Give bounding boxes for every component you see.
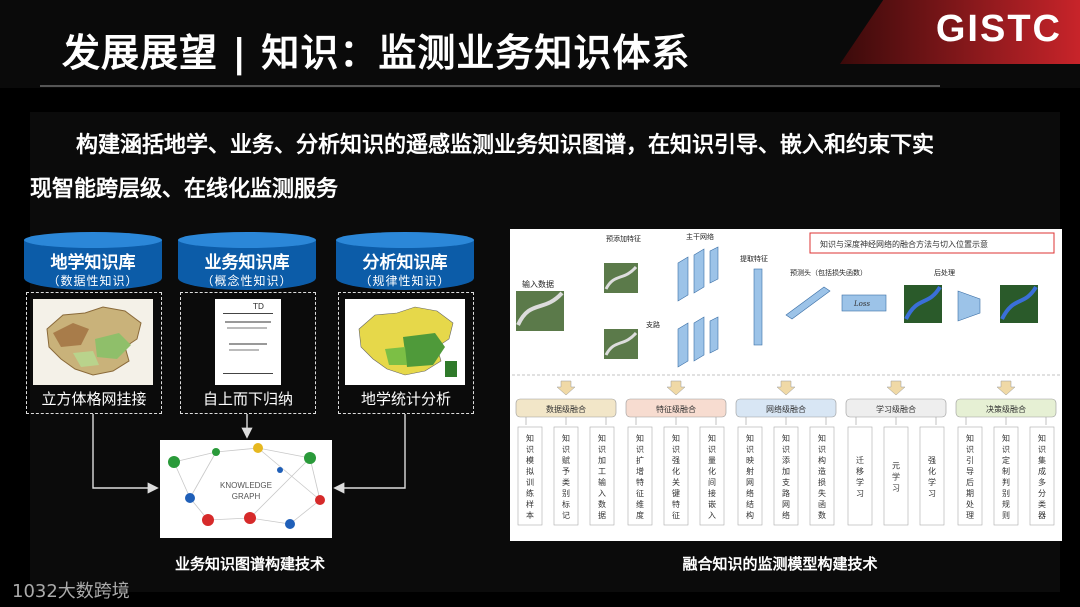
group-name-0: 数据级融合	[546, 404, 586, 414]
group-arrow-3	[887, 381, 905, 395]
group-arrow-2	[777, 381, 795, 395]
label-branch: 支路	[646, 320, 660, 329]
label-loss: Loss	[853, 300, 870, 308]
label-preadd: 预添加特征	[606, 234, 641, 243]
label-head: 预测头（包括损失函数）	[790, 268, 867, 277]
knowledge-graph-image: KNOWLEDGE GRAPH	[160, 440, 332, 538]
group-arrow-0	[557, 381, 575, 395]
group-3-item-box-2	[920, 427, 944, 525]
knowledge-graph-caption: 业务知识图谱构建技术	[140, 553, 360, 574]
kg-text-line-1: KNOWLEDGE	[220, 481, 272, 490]
group-name-3: 学习级融合	[876, 404, 916, 414]
model-diagram: 知识与深度神经网络的融合方法与切入位置示意 输入数据 预添加特征 支路 主干网络…	[510, 229, 1062, 541]
label-backbone: 主干网络	[686, 232, 714, 241]
legend-text: 知识与深度神经网络的融合方法与切入位置示意	[820, 239, 988, 249]
group-connector-1	[636, 417, 716, 425]
group-3-item-1: 元学习	[892, 461, 900, 492]
group-arrow-1	[667, 381, 685, 395]
group-name-2: 网络级融合	[766, 404, 806, 414]
label-input: 输入数据	[522, 279, 554, 289]
kg-text-line-2: GRAPH	[232, 492, 261, 501]
group-connector-2	[746, 417, 826, 425]
group-3-item-box-0	[848, 427, 872, 525]
model-diagram-caption: 融合知识的监测模型构建技术	[600, 553, 960, 574]
group-connector-0	[526, 417, 606, 425]
label-extract: 提取特征	[740, 254, 768, 263]
group-arrow-4	[997, 381, 1015, 395]
group-connector-3	[856, 417, 936, 425]
label-post: 后处理	[934, 268, 955, 277]
group-name-1: 特征级融合	[656, 404, 696, 414]
group-connector-4	[966, 417, 1046, 425]
watermark: 1032大数跨境	[12, 577, 130, 603]
group-name-4: 决策级融合	[986, 404, 1026, 414]
